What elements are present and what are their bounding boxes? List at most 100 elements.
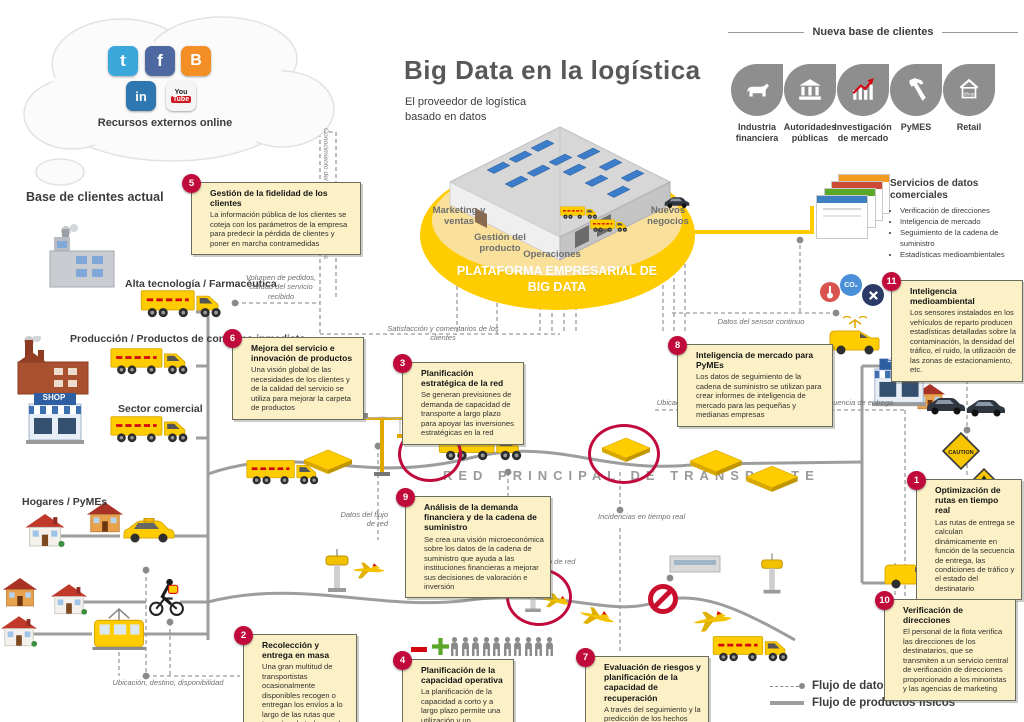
data-service-item: Estadísticas medioambientales [900,249,1018,260]
shop-house-icon: Shop [959,78,979,99]
airport-tower [761,552,783,594]
segment-financial-industry-icon [731,64,783,116]
dhl-plane [353,562,385,579]
plus-icon [432,638,449,655]
page-title: Big Data en la logística [404,55,701,85]
callout-title: Mejora del servicio e innovación de prod… [251,343,353,364]
callout-7: 7 Evaluación de riesgos y planificación … [576,648,709,722]
callout-body: Una gran multitud de transportistas ocas… [262,662,348,722]
callout-title: Inteligencia medioambiental [910,286,975,307]
callout-1: 1 Optimización de rutas en tiempo real L… [907,471,1022,601]
callout-5: 5 Gestión de la fidelidad de los cliente… [182,174,361,256]
airport-terminal [669,555,721,573]
network-pallet [689,449,743,476]
callout-title: Análisis de la demanda financiera y de l… [424,502,537,533]
segment-hightech-label: Alta tecnología / Farmacéutica [125,278,277,290]
flow-label-network-flow-left: Datos del flujo de red [340,510,388,529]
co2-sensor-icon: CO₂ [840,274,862,296]
callout-body: El personal de la flota verifica las dir… [903,627,1009,694]
callout-body: La planificación de la capacidad a corto… [421,687,501,722]
tram [91,608,147,651]
callout-title: Planificación estratégica de la red [421,368,504,389]
segment-retail-icon: Shop [943,64,995,116]
linkedin-glyph: in [135,88,147,104]
callout-number: 3 [393,354,412,373]
dept-operations: Operaciones [523,249,581,260]
current-customers-heading: Base de clientes actual [26,190,164,204]
shop-sign: SHOP [42,393,66,402]
flow-label-order-volume: Volumen de pedidos, calidad del servicio… [245,273,317,301]
no-entry-icon [648,584,678,614]
platform-banner-line2: BIG DATA [527,280,587,295]
callout-body: Una visión global de las necesidades de … [251,365,352,413]
callout-number: 4 [393,651,412,670]
callout-title: Inteligencia de mercado para PyMEs [696,350,814,371]
network-pallet [745,465,799,492]
callout-number: 10 [875,591,894,610]
callout-11: 11 Inteligencia medioambiental Los senso… [882,272,1023,382]
bank-icon [799,79,821,100]
youtube-icon[interactable]: You Tube [166,81,196,111]
callout-number: 7 [576,648,595,667]
dashed-line-icon [770,682,805,689]
data-service-item: Inteligencia de mercado [900,216,1018,227]
house [2,577,38,607]
callout-3: 3 Planificación estratégica de la red Se… [393,354,524,445]
data-services-list: Verificación de direcciones Inteligencia… [890,205,1018,260]
flow-label-sensor-data: Datos del sensor continuo [717,317,805,326]
data-service-item: Verificación de direcciones [900,205,1018,216]
callout-title: Evaluación de riesgos y planificación de… [604,662,701,703]
house [50,583,88,615]
callout-10: 10 Verificación de direcciones El person… [875,591,1016,701]
workforce-crowd-icon [450,637,554,656]
segment-pymes-icon [890,64,942,116]
dhl-truck [712,635,789,663]
callout-title: Recolección y entrega en masa [262,640,330,661]
segment-label-authorities: Autoridades públicas [783,122,837,143]
segment-label-financial: Industria financiera [735,122,779,143]
segment-commercial-label: Sector comercial [118,403,203,415]
segment-public-authorities-icon [784,64,836,116]
callout-body: Los datos de seguimiento de la cadena de… [696,372,822,420]
service-card-blue [816,195,868,239]
dhl-truck [140,289,223,319]
callout-6: 6 Mejora del servicio e innovación de pr… [223,329,364,420]
thermometer-sensor-icon [820,282,840,302]
linkedin-icon[interactable]: in [126,81,156,111]
chart-icon [852,78,874,100]
network-pallet [303,449,353,474]
blogger-icon[interactable]: B [181,46,211,76]
callout-title: Verificación de direcciones [903,605,963,626]
co2-label: CO₂ [844,281,858,289]
twitter-icon[interactable]: t [108,46,138,76]
noise-sensor-icon [862,284,884,306]
segment-label-retail: Retail [956,122,982,132]
legend-data-flow-row: Flujo de datos [770,680,955,692]
callout-2: 2 Recolección y entrega en masa Una gran… [234,626,357,722]
callout-number: 8 [668,336,687,355]
callout-body: Se crea una visión microeconómica sobre … [424,534,544,591]
facebook-icon[interactable]: f [145,46,175,76]
new-customers-heading-row: Nueva base de clientes [728,26,1018,38]
twitter-glyph: t [120,51,126,70]
bull-icon [747,83,769,97]
callout-number: 1 [907,471,926,490]
callout-title: Gestión de la fidelidad de los clientes [210,188,328,209]
segment-households-label: Hogares / PyMEs [22,496,108,508]
car [927,398,965,415]
highlight-ring [588,424,660,484]
flow-label-location-destination: Ubicación, destino, disponibilidad [112,678,224,687]
callout-number: 11 [882,272,901,291]
dhl-truck [110,415,189,444]
page-subtitle: El proveedor de logística basado en dato… [405,96,527,123]
hammer-icon [909,78,926,101]
solid-line-icon [770,701,804,705]
dock-truck [590,218,628,233]
flow-label-satisfaction: Satisfacción y comentarios de los client… [387,324,499,343]
platform-banner: PLATAFORMA EMPRESARIAL DE BIG DATA [432,263,682,296]
youtube-glyph-top: You [174,89,188,96]
house [0,615,38,647]
dhl-truck [110,347,189,376]
youtube-glyph-bottom: Tube [170,96,192,103]
